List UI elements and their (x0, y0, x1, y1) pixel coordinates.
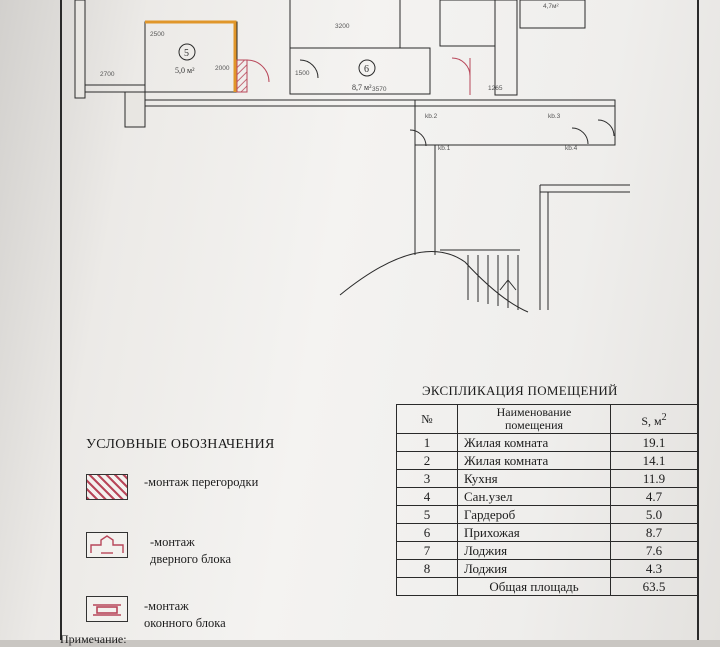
dimension-label: 3200 (335, 23, 350, 30)
row-num: 6 (396, 523, 458, 542)
header-name-line1: Наименование (496, 405, 572, 419)
door-block-icon (86, 532, 128, 558)
dimension-label: 1500 (295, 70, 310, 77)
room-number-marker-5 (178, 43, 196, 61)
row-name: Прихожая (457, 523, 611, 542)
header-name: Наименование помещения (457, 404, 611, 434)
dimension-label: kb.1 (438, 145, 451, 152)
total-num-empty (396, 577, 458, 596)
total-area: 63.5 (610, 577, 698, 596)
header-area-sup: 2 (661, 411, 667, 423)
row-name: Жилая комната (457, 451, 611, 470)
row-area: 4.7 (610, 487, 698, 506)
dimension-label: kb.2 (425, 113, 438, 120)
header-area-label: S, м (641, 413, 662, 428)
row-area: 5.0 (610, 505, 698, 524)
row-area: 14.1 (610, 451, 698, 470)
row-num: 8 (396, 559, 458, 578)
hatched-partition (236, 59, 248, 93)
dimension-label: 1265 (488, 85, 503, 92)
row-num: 5 (396, 505, 458, 524)
legend-label-window-line2: оконного блока (144, 616, 226, 630)
legend-label-door-line1: -монтаж (150, 535, 195, 549)
window-block-icon (86, 596, 128, 622)
header-name-line2: помещения (504, 418, 564, 432)
row-area: 11.9 (610, 469, 698, 488)
row-name: Гардероб (457, 505, 611, 524)
room-number-6: 6 (364, 64, 369, 75)
wall-segment (124, 91, 146, 128)
hatch-partition-icon (86, 474, 128, 500)
header-num: № (396, 404, 458, 434)
explication-title: ЭКСПЛИКАЦИЯ ПОМЕЩЕНИЙ (422, 383, 618, 398)
room-number-5: 5 (184, 48, 189, 59)
row-num: 2 (396, 451, 458, 470)
row-name: Лоджия (457, 541, 611, 560)
row-num: 7 (396, 541, 458, 560)
row-area: 19.1 (610, 433, 698, 452)
row-num: 1 (396, 433, 458, 452)
row-area: 4.3 (610, 559, 698, 578)
legend-label-partition: -монтаж перегородки (144, 475, 259, 489)
room-area-6: 8,7 м² (352, 83, 372, 92)
room-area-5: 5,0 м² (175, 66, 195, 75)
header-area: S, м2 (610, 404, 698, 434)
frame-border-left (60, 0, 62, 640)
dimension-label: kb.3 (548, 113, 561, 120)
dimension-label: 3570 (372, 86, 387, 93)
row-area: 8.7 (610, 523, 698, 542)
table-header-row: № Наименование помещения S, м2 (396, 404, 698, 434)
dimension-label: 2700 (100, 71, 115, 78)
stair-steps (467, 255, 519, 310)
room-number-marker-6 (358, 59, 376, 77)
row-num: 3 (396, 469, 458, 488)
legend-label-window-line1: -монтаж (144, 599, 189, 613)
floor-plan-drawing: 5 5,0 м² 6 8,7 м² (74, 0, 630, 313)
room-6-outline (289, 47, 431, 95)
legend-label-door-line2: дверного блока (150, 552, 232, 566)
highlight-wall (145, 20, 237, 92)
frame-border-right (697, 0, 699, 640)
dimension-label: 2500 (150, 31, 165, 38)
dimension-label: 4,7м² (543, 3, 560, 10)
legend-title: УСЛОВНЫЕ ОБОЗНАЧЕНИЯ (86, 437, 275, 452)
total-label: Общая площадь (457, 577, 611, 596)
row-name: Кухня (457, 469, 611, 488)
row-area: 7.6 (610, 541, 698, 560)
dimension-label: kb.4 (565, 145, 578, 152)
dimension-label: 2000 (215, 65, 230, 72)
row-name: Жилая комната (457, 433, 611, 452)
wall-segment (74, 0, 86, 99)
row-num: 4 (396, 487, 458, 506)
row-name: Лоджия (457, 559, 611, 578)
row-name: Сан.узел (457, 487, 611, 506)
